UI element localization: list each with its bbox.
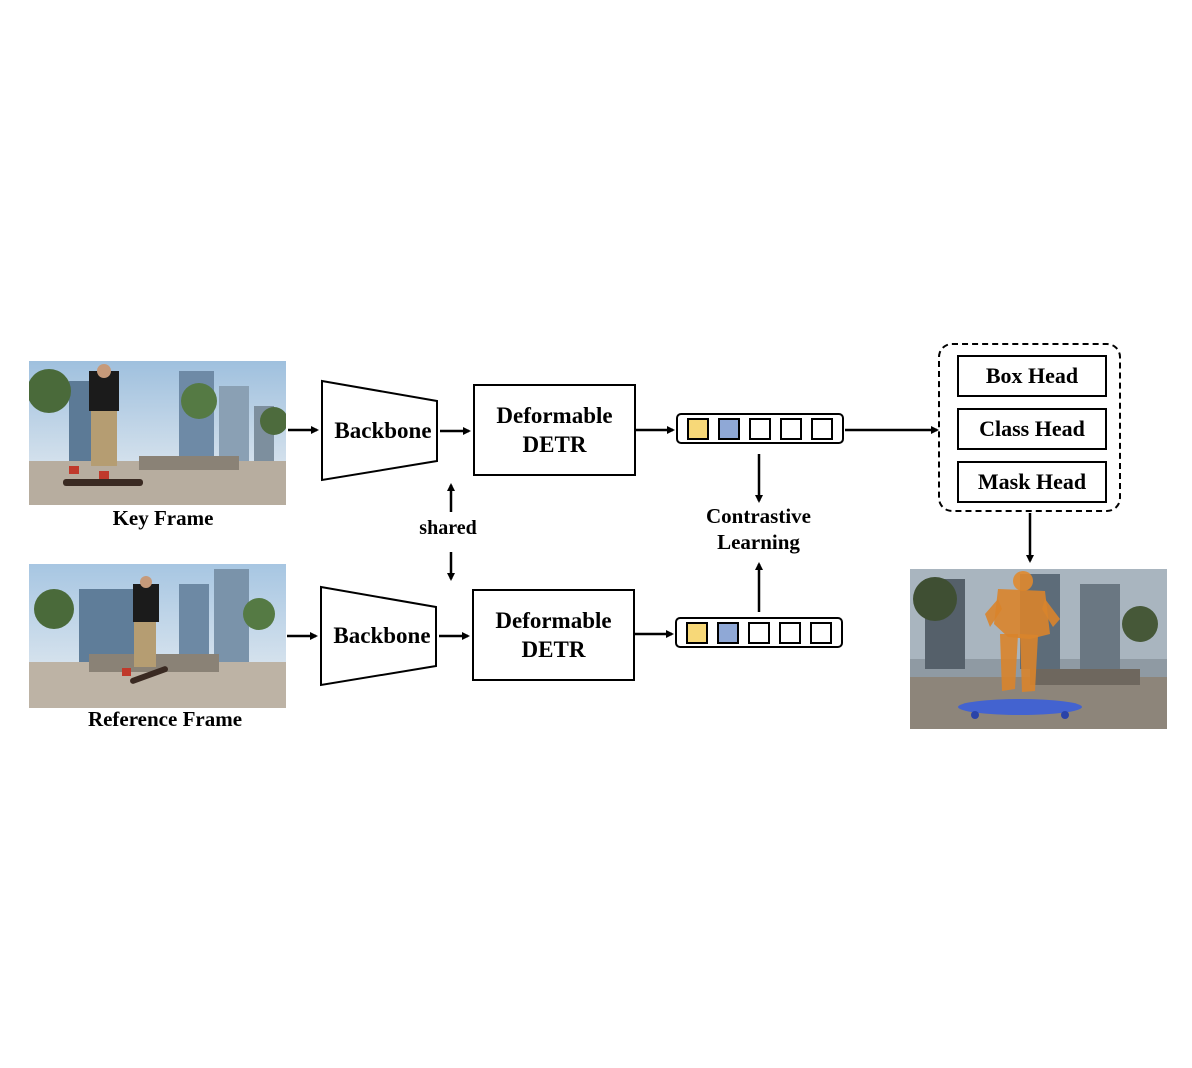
query-cell <box>717 621 739 644</box>
box-head: Box Head <box>957 355 1107 397</box>
deformable-detr-top: Deformable DETR <box>473 384 636 476</box>
query-cell <box>810 621 832 644</box>
query-cell <box>687 417 709 440</box>
contrastive-learning-label: Contrastive Learning <box>676 503 841 555</box>
output-segmentation-image <box>910 569 1167 729</box>
reference-frame-label: Reference Frame <box>87 707 243 731</box>
query-cell <box>749 417 771 440</box>
detr-top-line2: DETR <box>522 432 587 457</box>
query-cell <box>748 621 770 644</box>
shared-label: shared <box>419 517 477 539</box>
query-cell <box>779 621 801 644</box>
key-frame-image <box>29 361 286 505</box>
reference-frame-image <box>29 564 286 708</box>
class-head: Class Head <box>957 408 1107 450</box>
query-embeddings-bottom <box>675 617 843 648</box>
detr-bottom-line2: DETR <box>521 637 586 662</box>
detr-top-line1: Deformable <box>496 403 613 428</box>
mask-head: Mask Head <box>957 461 1107 503</box>
detr-bottom-line1: Deformable <box>495 608 612 633</box>
backbone-top-label: Backbone <box>334 418 432 443</box>
query-cell <box>718 417 740 440</box>
backbone-bottom-label: Backbone <box>333 623 431 648</box>
query-embeddings-top <box>676 413 844 444</box>
backbone-top-shape <box>321 379 438 482</box>
contrastive-line2: Learning <box>717 530 800 554</box>
query-cell <box>686 621 708 644</box>
contrastive-line1: Contrastive <box>706 504 811 528</box>
key-frame-label: Key Frame <box>112 506 214 530</box>
backbone-bottom-shape <box>320 585 437 687</box>
query-cell <box>780 417 802 440</box>
prediction-heads-group <box>938 343 1121 512</box>
deformable-detr-bottom: Deformable DETR <box>472 589 635 681</box>
query-cell <box>811 417 833 440</box>
